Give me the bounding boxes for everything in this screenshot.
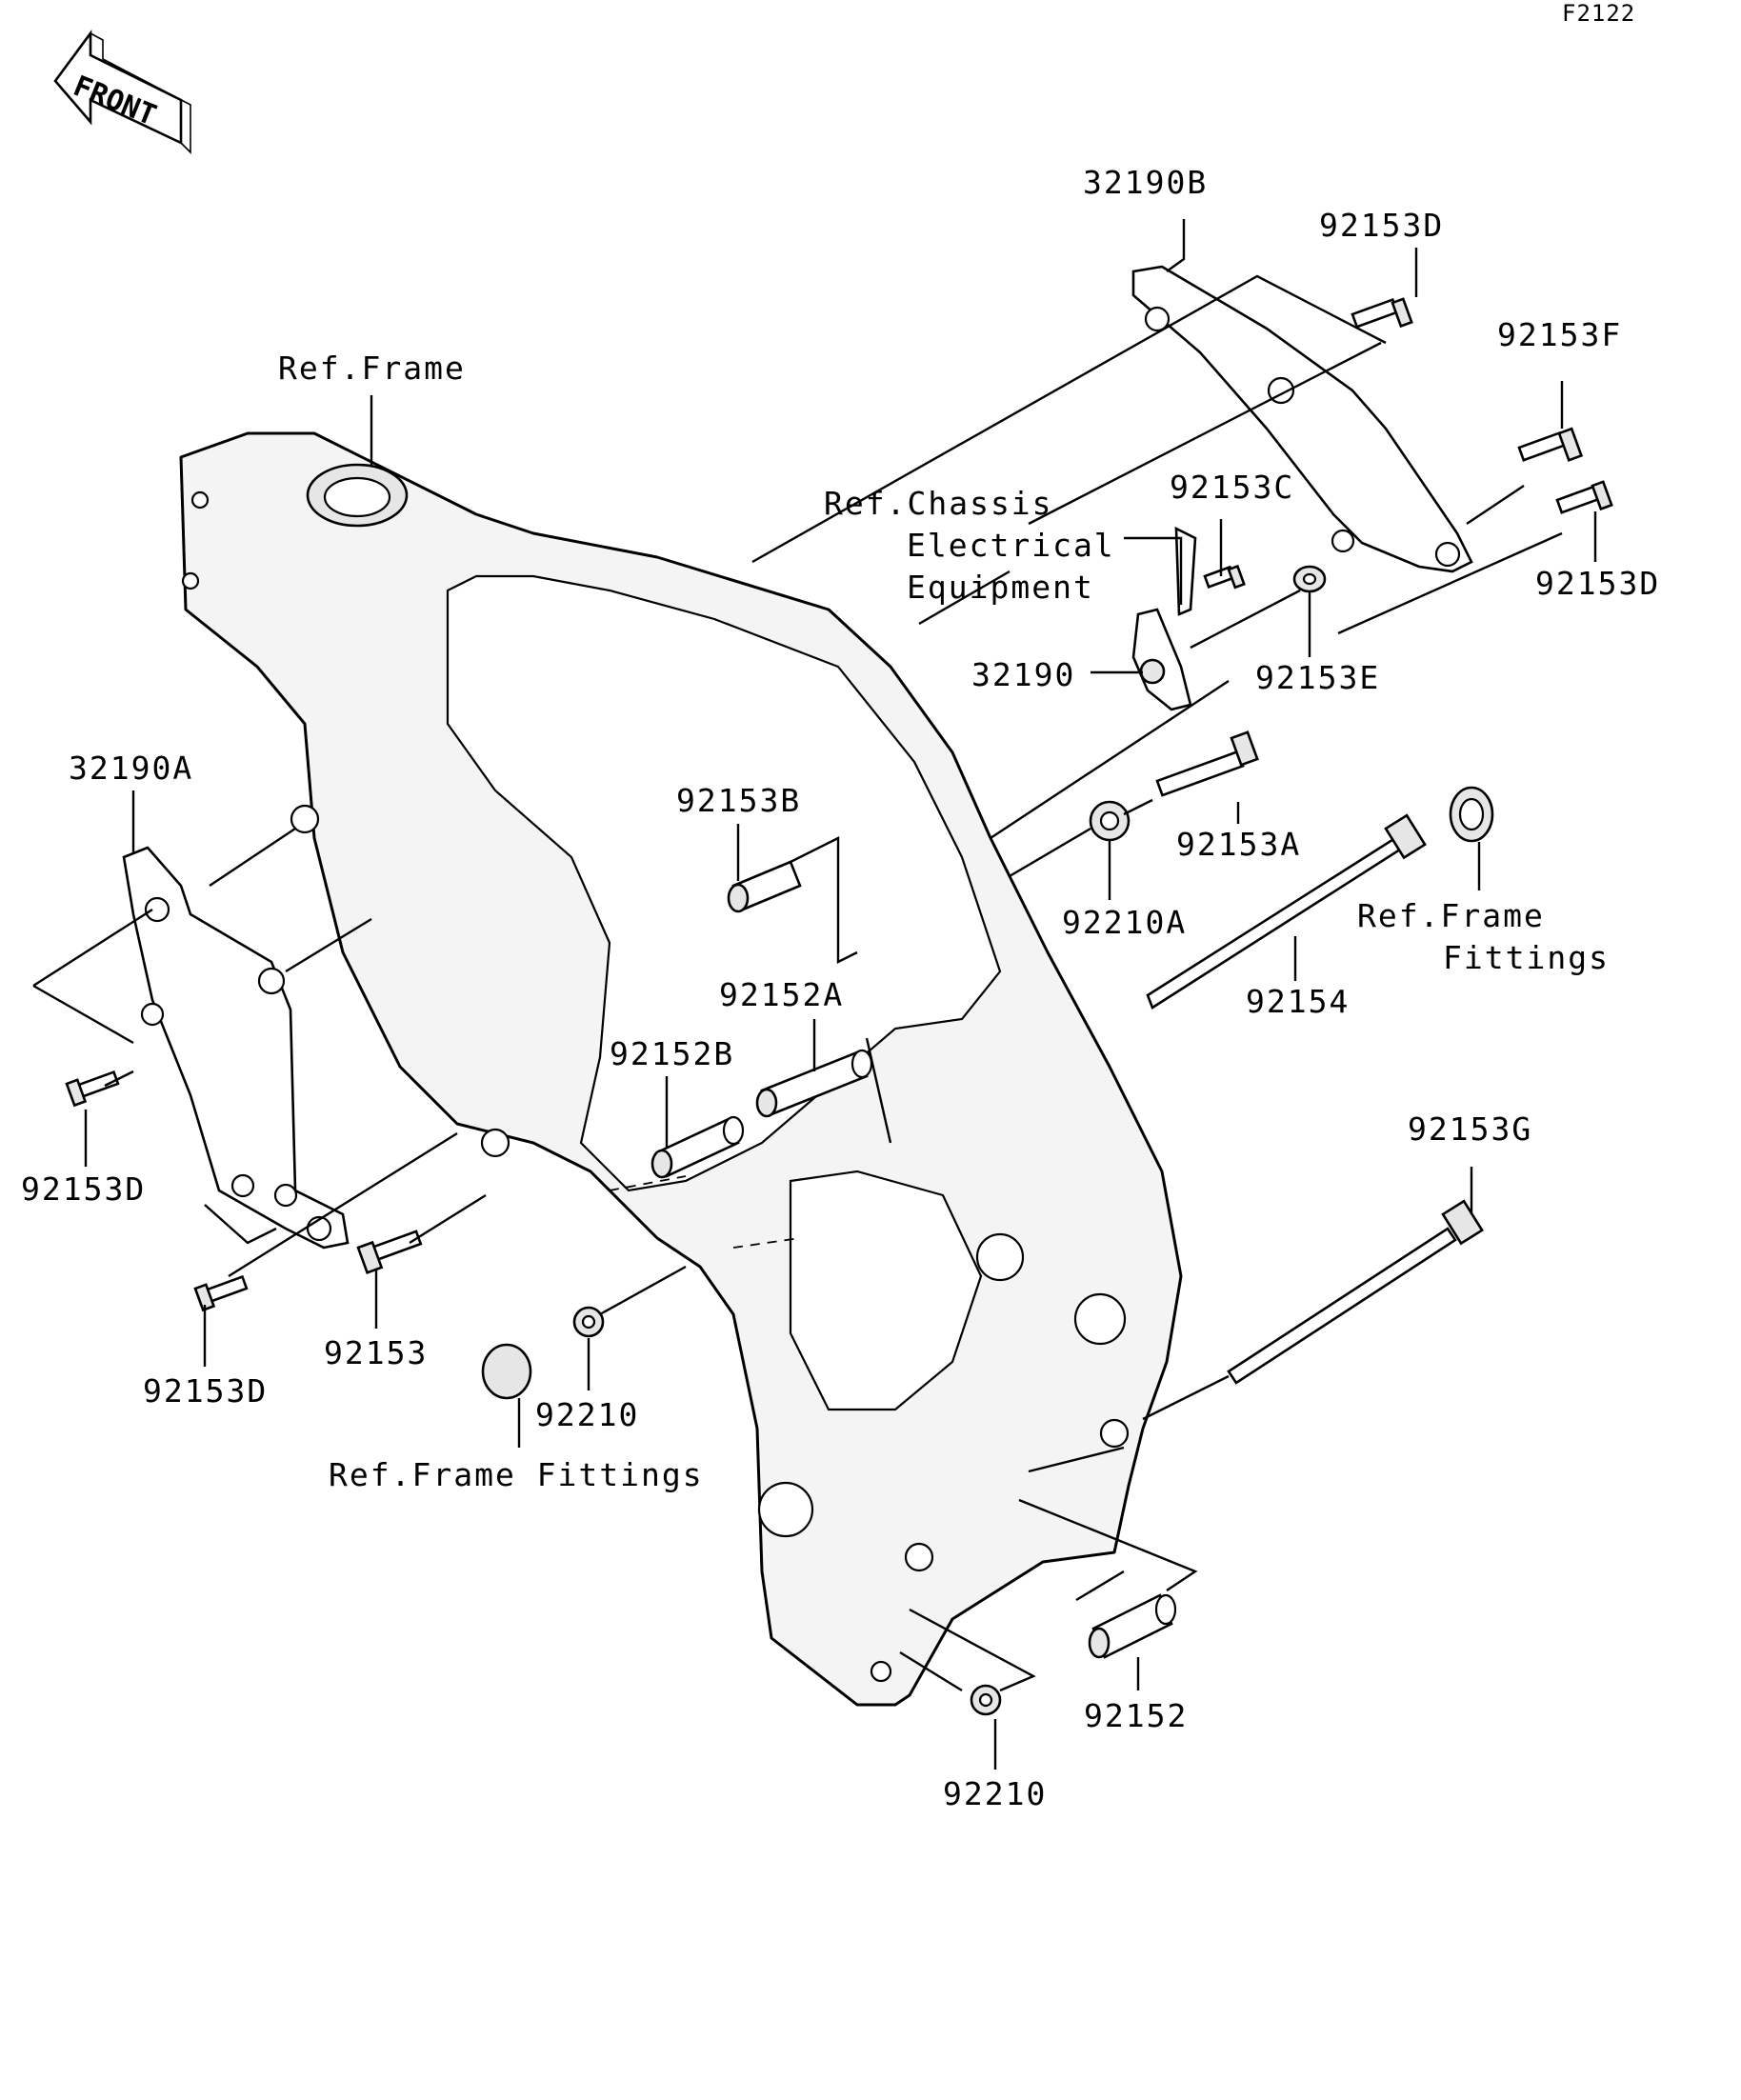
label-92153e: 92153E bbox=[1255, 659, 1380, 696]
nut-92210-bottom bbox=[970, 1684, 1002, 1716]
label-92153f: 92153F bbox=[1497, 316, 1622, 353]
plate-32190 bbox=[1131, 526, 1197, 711]
part-labels: 32190B 92153D 92153F Ref.Frame Ref.Chass… bbox=[21, 164, 1660, 1812]
front-arrow-icon: FRONT bbox=[53, 30, 191, 154]
label-ref-frame-fittings-bottom: Ref.Frame Fittings bbox=[329, 1456, 704, 1493]
label-92153c: 92153C bbox=[1170, 469, 1294, 506]
label-92210-mid: 92210 bbox=[535, 1396, 639, 1433]
bolt-92153d-top bbox=[1351, 297, 1413, 329]
bracket-32190b bbox=[1131, 265, 1473, 573]
label-ref-frame-top: Ref.Frame bbox=[278, 350, 466, 387]
label-ref-frame-fittings-right-1: Ref.Frame bbox=[1357, 897, 1545, 934]
label-32190a: 32190A bbox=[69, 750, 193, 787]
label-ref-chassis-3: Equipment bbox=[907, 569, 1094, 606]
label-92153d-right: 92153D bbox=[1535, 565, 1660, 602]
label-ref-chassis-2: Electrical bbox=[907, 527, 1115, 564]
figure-code: F2122 bbox=[1562, 0, 1635, 27]
long-bolt-92154 bbox=[1146, 813, 1427, 1010]
label-92153a: 92153A bbox=[1176, 826, 1301, 863]
nut-92210a bbox=[1089, 800, 1131, 842]
motorcycle-frame bbox=[179, 431, 1183, 1707]
long-bolt-92153g bbox=[1227, 1199, 1484, 1385]
label-92153g: 92153G bbox=[1408, 1110, 1532, 1148]
bracket-32190a bbox=[122, 846, 350, 1250]
collar-92153b bbox=[727, 860, 802, 913]
collar-92152a bbox=[755, 1049, 873, 1118]
nut-92210-mid bbox=[572, 1306, 605, 1338]
label-92152a: 92152A bbox=[719, 976, 844, 1013]
label-92153d-left: 92153D bbox=[21, 1170, 146, 1208]
bolt-92153 bbox=[356, 1230, 423, 1274]
leader-lines bbox=[32, 219, 1597, 1770]
label-ref-chassis-1: Ref.Chassis bbox=[824, 485, 1053, 522]
label-ref-frame-fittings-right-2: Fittings bbox=[1443, 939, 1610, 976]
bolt-92153d-bottom bbox=[193, 1274, 249, 1312]
label-32190b: 32190B bbox=[1083, 164, 1208, 201]
collar-92152b bbox=[650, 1115, 745, 1179]
bolt-92153d-right bbox=[1555, 480, 1613, 514]
collar-92152 bbox=[1088, 1593, 1177, 1659]
bolt-92153a bbox=[1155, 730, 1259, 797]
label-92152: 92152 bbox=[1084, 1697, 1188, 1734]
label-92152b: 92152B bbox=[610, 1035, 734, 1072]
cap-ref-frame-fittings bbox=[481, 1343, 532, 1400]
label-32190: 32190 bbox=[971, 656, 1075, 693]
label-92153b: 92153B bbox=[676, 782, 801, 819]
label-92153: 92153 bbox=[324, 1334, 428, 1371]
label-92210a: 92210A bbox=[1062, 904, 1187, 941]
bolt-92153c bbox=[1203, 564, 1246, 590]
washer-92153e bbox=[1292, 565, 1327, 593]
label-92154: 92154 bbox=[1246, 983, 1350, 1020]
bolt-92153f bbox=[1517, 427, 1584, 462]
label-92153d-bottom: 92153D bbox=[143, 1372, 268, 1410]
fitting-ring-right bbox=[1449, 786, 1494, 843]
label-92210-bottom: 92210 bbox=[943, 1775, 1047, 1812]
label-92153d-top: 92153D bbox=[1319, 207, 1444, 244]
bolt-92153d-left bbox=[65, 1070, 120, 1108]
